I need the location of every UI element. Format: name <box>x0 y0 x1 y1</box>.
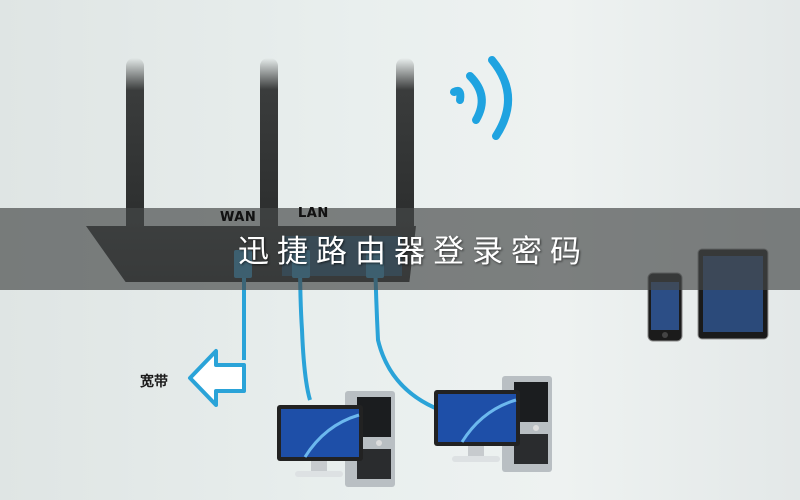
page-title: 迅捷路由器登录密码 <box>238 234 589 270</box>
desktop-computer-right <box>434 376 552 472</box>
smartphone <box>647 272 683 342</box>
antenna-right <box>396 58 414 236</box>
antenna-left <box>126 58 144 238</box>
antenna-middle <box>260 58 278 233</box>
wan-port-label-overlay: WAN <box>220 210 257 225</box>
desktop-computer-left <box>277 391 395 487</box>
broadband-label: 宽带 <box>140 374 168 390</box>
wifi-signal-icon <box>450 56 512 140</box>
broadband-arrow-icon <box>188 349 246 407</box>
lan-port-label-overlay: LAN <box>298 206 329 221</box>
title-overlay-band <box>0 208 800 290</box>
